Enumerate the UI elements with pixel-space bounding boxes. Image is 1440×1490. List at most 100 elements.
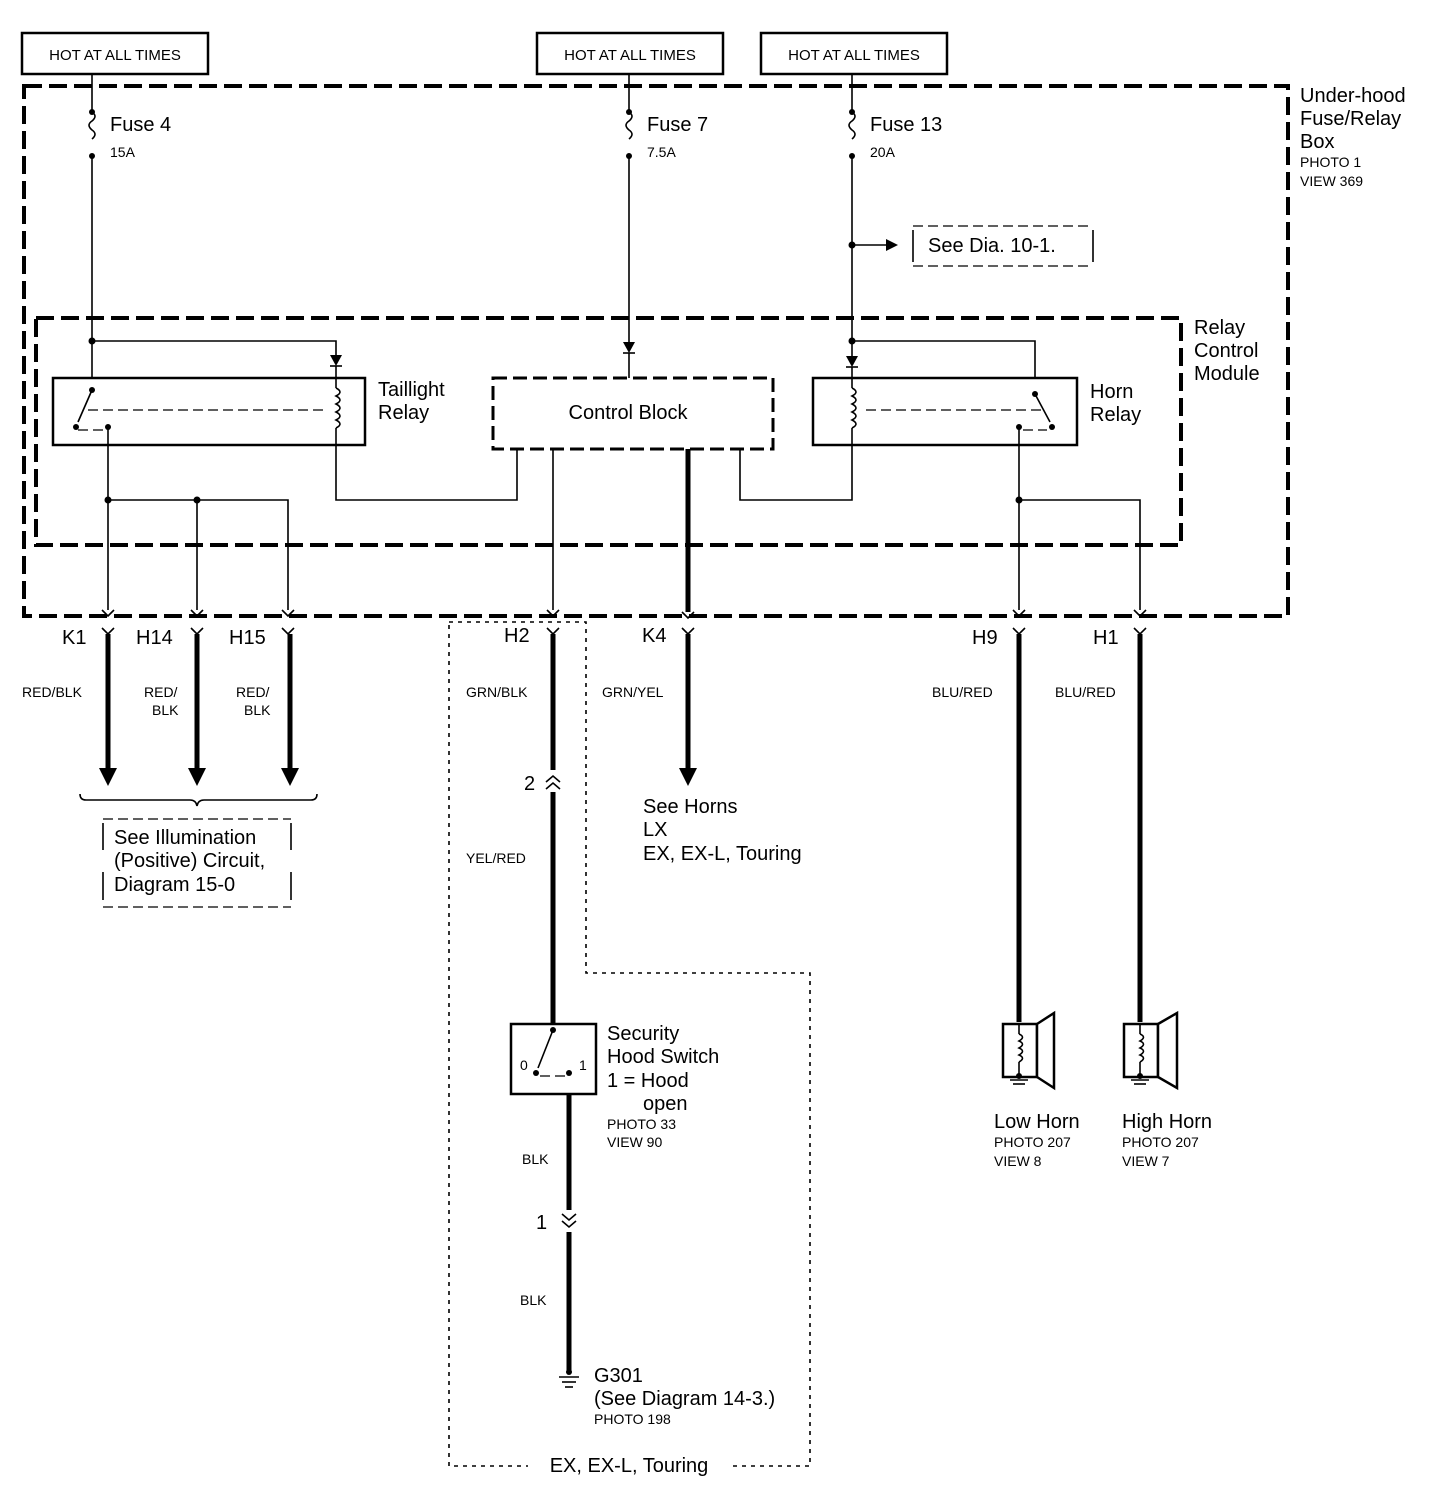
horns-ref-line-1: See Horns — [643, 796, 738, 818]
wire-h2-color: GRN/BLK — [466, 684, 528, 700]
hot-label-2: HOT AT ALL TIMES — [564, 47, 696, 64]
terminal-h9: H9 — [972, 627, 998, 649]
wire-h15-color-1: RED/ — [236, 684, 270, 700]
wire-h1-color: BLU/RED — [1055, 684, 1116, 700]
fuse-7-rating: 7.5A — [647, 144, 676, 160]
connector-pin-2: 2 — [524, 773, 535, 795]
low-horn-view: VIEW 8 — [994, 1153, 1042, 1169]
fusebox-title-line-1: Under-hood — [1300, 85, 1406, 107]
horn-relay — [811, 367, 1079, 447]
terminal-h15: H15 — [229, 627, 266, 649]
high-horn-name: High Horn — [1122, 1111, 1212, 1133]
high-horn-view: VIEW 7 — [1122, 1153, 1170, 1169]
hood-switch-pos-1: 1 — [579, 1057, 587, 1073]
illumination-brace — [79, 793, 318, 807]
h15-arrow-icon — [281, 768, 299, 786]
ground-icon — [559, 1369, 579, 1388]
fuse-13-rating: 20A — [870, 144, 896, 160]
power-source-1: HOT AT ALL TIMES — [20, 31, 210, 76]
terminal-h2: H2 — [504, 625, 530, 647]
rcm-label-line-1: Relay — [1194, 317, 1245, 339]
wire-h15-color-2: BLK — [244, 702, 271, 718]
wire-yel-red-color: YEL/RED — [466, 850, 526, 866]
hood-switch-label-4: open — [643, 1093, 688, 1115]
fuse-13: Fuse 13 20A — [848, 74, 942, 160]
hood-switch-label-2: Hood Switch — [607, 1046, 719, 1068]
terminal-h14: H14 — [136, 627, 173, 649]
terminal-k4: K4 — [642, 625, 666, 647]
fusebox-title-line-3: Box — [1300, 131, 1334, 153]
see-dia-10-1-text: See Dia. 10-1. — [928, 235, 1056, 257]
fuse-13-symbol — [848, 111, 856, 140]
connector-pin-2-icon — [545, 774, 561, 783]
taillight-relay-label-2: Relay — [378, 402, 429, 424]
taillight-relay — [51, 366, 367, 447]
k4-arrow-icon — [679, 768, 697, 786]
fuse-relay-box-outline — [22, 84, 1290, 618]
horns-ref-line-3: EX, EX-L, Touring — [643, 843, 802, 865]
hot-label-1: HOT AT ALL TIMES — [49, 47, 181, 64]
fuse-7-name: Fuse 7 — [647, 114, 708, 136]
taillight-relay-label-1: Taillight — [378, 379, 445, 401]
wire-blk-lower: BLK — [520, 1292, 547, 1308]
wire-k4-color: GRN/YEL — [602, 684, 664, 700]
ground-photo: PHOTO 198 — [594, 1411, 671, 1427]
security-hood-switch: 0 1 — [509, 1022, 598, 1096]
fusebox-view: VIEW 369 — [1300, 173, 1363, 189]
wire-h14-color-1: RED/ — [144, 684, 178, 700]
hood-switch-label-3: 1 = Hood — [607, 1070, 689, 1092]
variant-region-label: EX, EX-L, Touring — [550, 1455, 709, 1477]
terminal-k1: K1 — [62, 627, 86, 649]
connector-pin-1-icon — [561, 1213, 577, 1222]
illumination-ref-line-1: See Illumination — [114, 827, 256, 849]
fuse-relay-box-label: Under-hood Fuse/Relay Box PHOTO 1 VIEW 3… — [1300, 85, 1406, 189]
hot-label-3: HOT AT ALL TIMES — [788, 47, 920, 64]
low-horn-icon — [1001, 1010, 1056, 1091]
variant-region-outline — [448, 621, 811, 1467]
control-block-diode-icon — [623, 342, 635, 353]
fuse-4-rating: 15A — [110, 144, 136, 160]
ground-ref: (See Diagram 14-3.) — [594, 1388, 775, 1410]
fuse-13-name: Fuse 13 — [870, 114, 942, 136]
rcm-label-line-3: Module — [1194, 363, 1260, 385]
h14-arrow-icon — [188, 768, 206, 786]
power-source-2: HOT AT ALL TIMES — [535, 31, 725, 76]
horn-relay-label-2: Relay — [1090, 404, 1141, 426]
arrow-right-icon — [886, 239, 898, 251]
control-block-label: Control Block — [569, 402, 689, 424]
fusebox-title-line-2: Fuse/Relay — [1300, 108, 1401, 130]
illumination-ref-line-3: Diagram 15-0 — [114, 874, 235, 896]
relay-control-module-outline — [34, 316, 1183, 547]
relay-control-module-label: Relay Control Module — [1194, 317, 1260, 385]
ground-name: G301 — [594, 1365, 643, 1387]
terminal-h1: H1 — [1093, 627, 1119, 649]
fusebox-photo: PHOTO 1 — [1300, 154, 1361, 170]
wire-h9-color: BLU/RED — [932, 684, 993, 700]
high-horn-photo: PHOTO 207 — [1122, 1134, 1199, 1150]
taillight-relay-coil-icon — [334, 387, 341, 429]
fuse-7-symbol — [625, 111, 633, 140]
wire-h14-color-2: BLK — [152, 702, 179, 718]
hood-switch-label-1: Security — [607, 1023, 679, 1045]
hood-switch-photo: PHOTO 33 — [607, 1116, 676, 1132]
wire-blk-upper: BLK — [522, 1151, 549, 1167]
high-horn-icon — [1122, 1010, 1179, 1091]
k1-arrow-icon — [99, 768, 117, 786]
control-block: Control Block — [491, 376, 775, 451]
fuse-4-name: Fuse 4 — [110, 114, 171, 136]
illumination-ref: See Illumination (Positive) Circuit, Dia… — [102, 818, 292, 908]
power-source-3: HOT AT ALL TIMES — [759, 31, 949, 76]
fuse-7: Fuse 7 7.5A — [625, 74, 708, 160]
low-horn-photo: PHOTO 207 — [994, 1134, 1071, 1150]
hood-switch-pos-0: 0 — [520, 1057, 528, 1073]
horn-relay-label-1: Horn — [1090, 381, 1133, 403]
connector-pin-1: 1 — [536, 1212, 547, 1234]
horn-relay-diode-icon — [846, 356, 858, 367]
see-dia-10-1-ref: See Dia. 10-1. — [912, 225, 1094, 267]
wire-k1-color: RED/BLK — [22, 684, 83, 700]
taillight-relay-diode-icon — [330, 355, 342, 366]
low-horn-name: Low Horn — [994, 1111, 1080, 1133]
hood-switch-view: VIEW 90 — [607, 1134, 662, 1150]
illumination-ref-line-2: (Positive) Circuit, — [114, 850, 265, 872]
